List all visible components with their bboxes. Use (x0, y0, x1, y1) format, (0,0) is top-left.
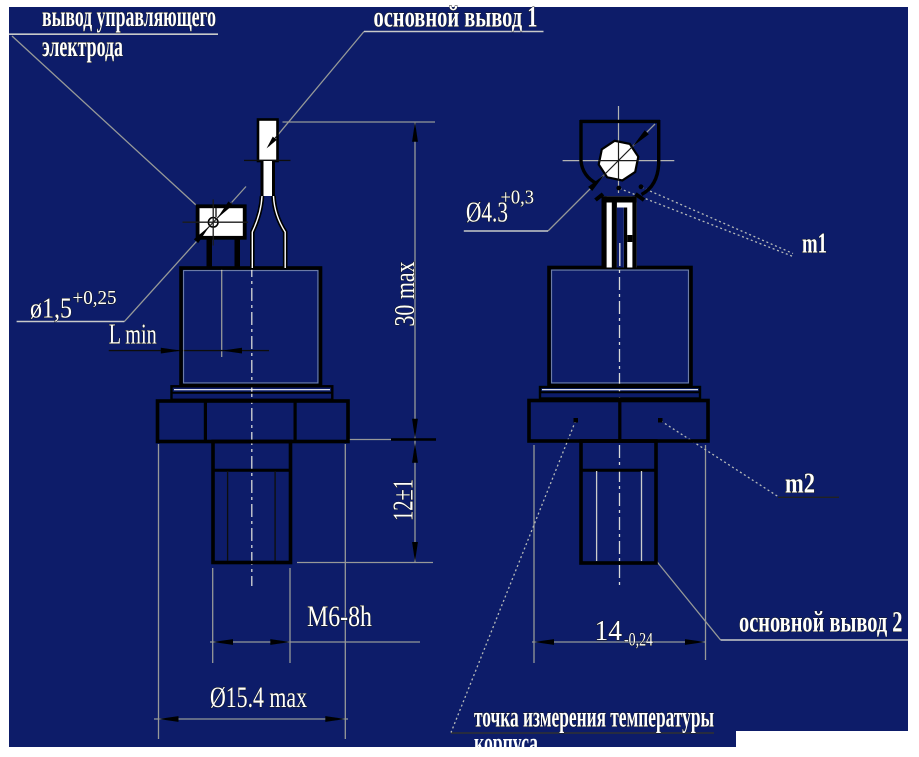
svg-text:ø1,5: ø1,5 (30, 294, 72, 325)
svg-text:M6-8h: M6-8h (307, 600, 372, 633)
svg-text:m2: m2 (785, 469, 815, 500)
svg-text:L min: L min (109, 320, 157, 351)
svg-text:Ø15.4 max: Ø15.4 max (210, 682, 307, 714)
svg-text:Ø4.3: Ø4.3 (466, 198, 508, 229)
svg-text:12±1: 12±1 (389, 479, 420, 521)
svg-text:корпуса: корпуса (474, 728, 538, 757)
svg-text:+0,3: +0,3 (501, 188, 535, 209)
svg-text:точка измерения температуры: точка измерения температуры (474, 702, 714, 734)
svg-text:14: 14 (595, 615, 623, 647)
svg-text:вывод управляющего: вывод управляющего (42, 1, 216, 33)
svg-text:+0,25: +0,25 (73, 288, 117, 309)
svg-text:основной вывод 1: основной вывод 1 (374, 2, 538, 34)
svg-text:электрода: электрода (42, 31, 123, 63)
svg-text:-0,24: -0,24 (624, 630, 653, 651)
svg-text:30 max: 30 max (389, 261, 421, 326)
svg-text:основной вывод 2: основной вывод 2 (739, 607, 903, 639)
svg-text:m1: m1 (802, 229, 827, 260)
